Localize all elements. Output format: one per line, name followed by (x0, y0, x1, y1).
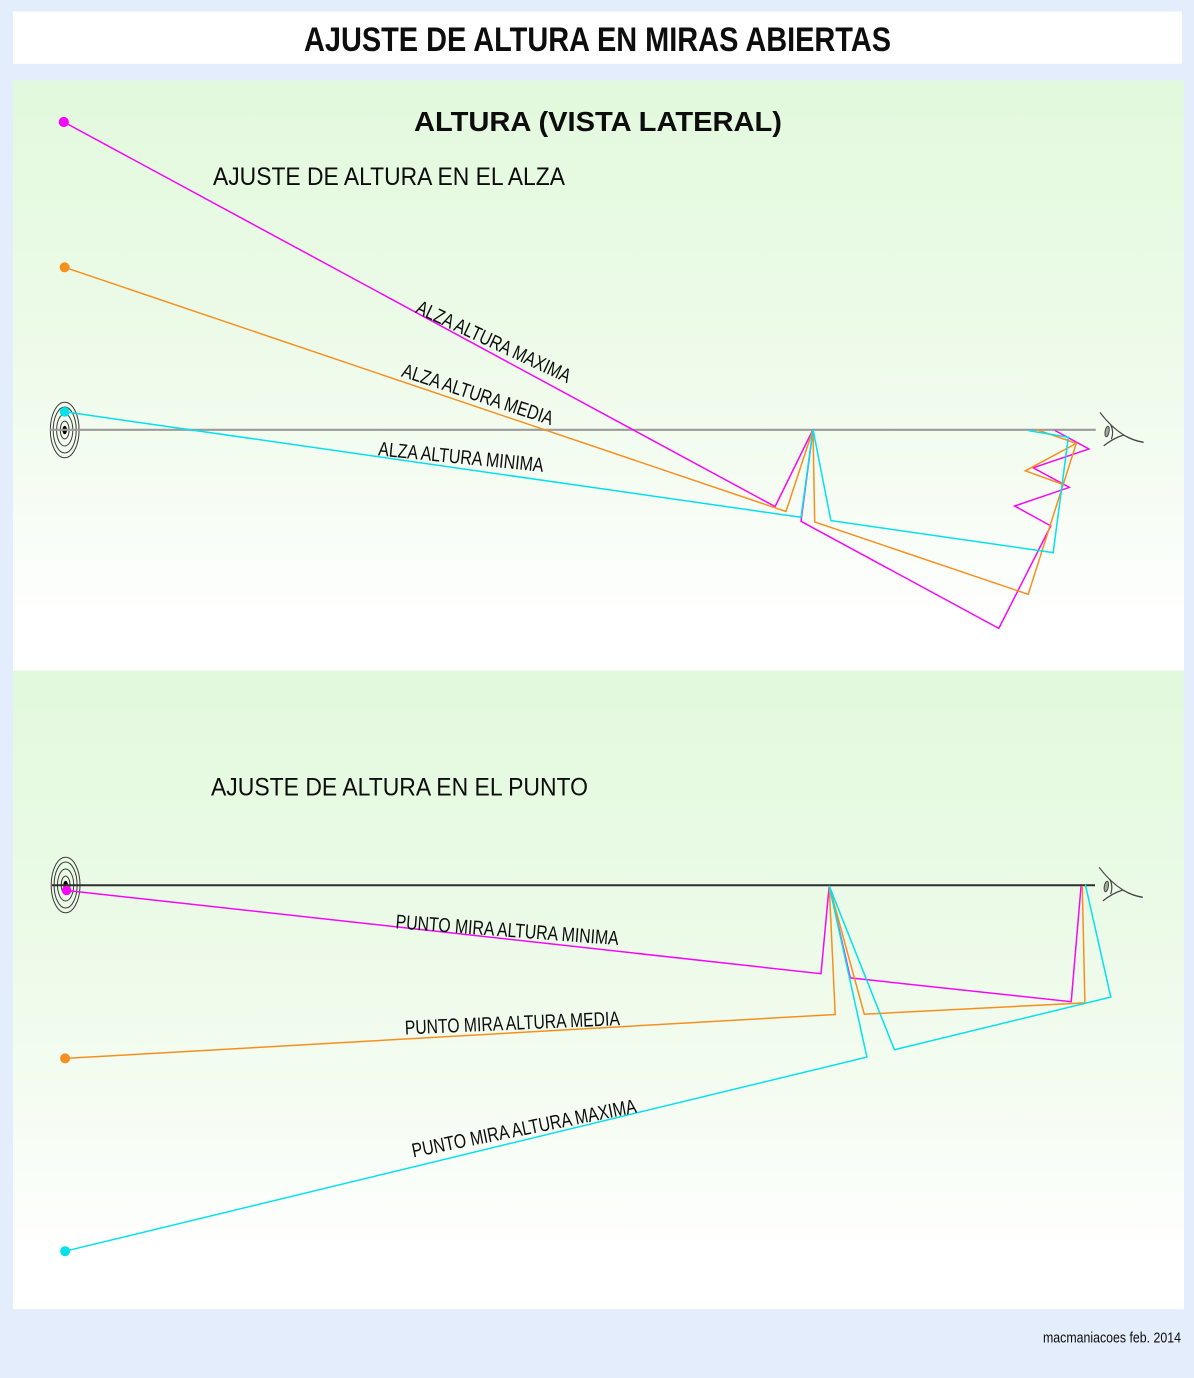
svg-text:ALTURA (VISTA LATERAL): ALTURA (VISTA LATERAL) (414, 106, 782, 137)
svg-text:AJUSTE DE ALTURA EN EL PUNTO: AJUSTE DE ALTURA EN EL PUNTO (211, 774, 588, 802)
svg-text:macmaniacoes feb. 2014: macmaniacoes feb. 2014 (1043, 1330, 1181, 1347)
svg-text:AJUSTE DE ALTURA EN MIRAS ABIE: AJUSTE DE ALTURA EN MIRAS ABIERTAS (304, 21, 891, 59)
svg-text:AJUSTE DE ALTURA EN EL ALZA: AJUSTE DE ALTURA EN EL ALZA (213, 163, 565, 191)
